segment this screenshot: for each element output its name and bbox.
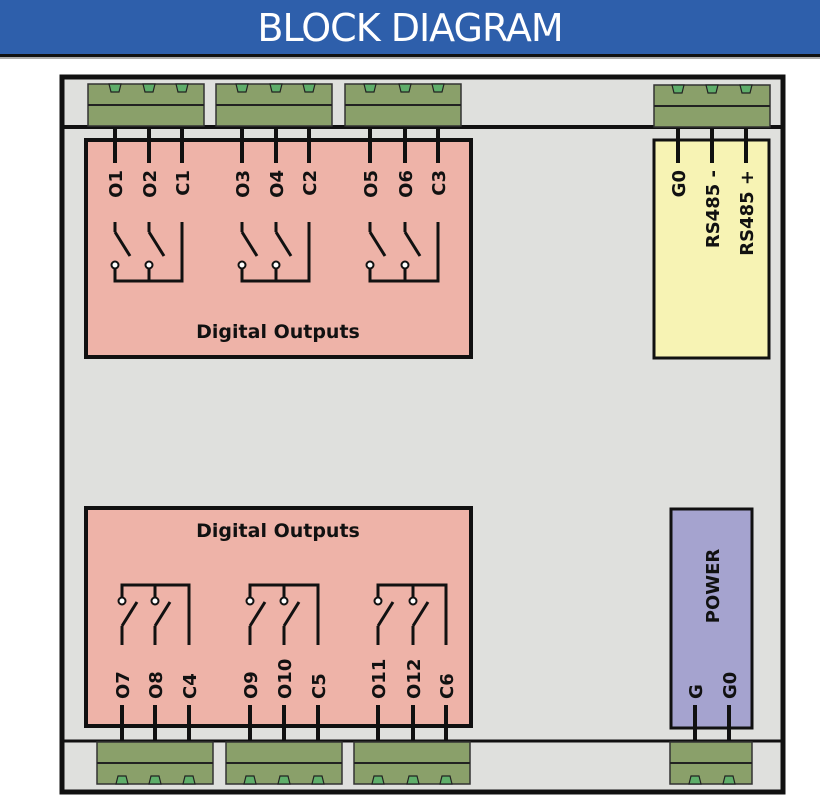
- terminal-label: O12: [404, 659, 425, 699]
- connector-pin-icon: [311, 775, 325, 785]
- connector-pin-icon: [175, 83, 189, 93]
- terminal-connector-top-3: [344, 83, 462, 127]
- terminal-label: G: [686, 684, 707, 699]
- connector-pin-icon: [406, 775, 420, 785]
- connector-pin-icon: [277, 775, 291, 785]
- rs485-block: [652, 138, 771, 360]
- terminal-connector-bottom-1: [96, 741, 214, 785]
- terminal-connector-top-1: [87, 83, 205, 127]
- connector-pin-icon: [243, 775, 257, 785]
- contact-point-icon: [365, 260, 375, 270]
- connector-pin-icon: [705, 84, 719, 94]
- terminal-label: O2: [140, 170, 161, 198]
- terminal-label: C3: [429, 170, 450, 196]
- terminal-label: RS485 -: [703, 170, 724, 248]
- relay-switch-icon: [373, 583, 448, 645]
- connector-pin-icon: [142, 83, 156, 93]
- terminal-connector-rs485: [653, 84, 771, 128]
- terminal-label: O3: [233, 170, 254, 198]
- terminal-label: C5: [309, 673, 330, 699]
- contact-point-icon: [408, 596, 418, 606]
- terminal-connector-bottom-2: [225, 741, 343, 785]
- contact-point-icon: [150, 596, 160, 606]
- connector-pin-icon: [671, 84, 685, 94]
- connector-pin-icon: [722, 775, 736, 785]
- connector-pin-icon: [148, 775, 162, 785]
- contact-point-icon: [110, 260, 120, 270]
- relay-switch-icon: [110, 222, 184, 283]
- connector-pin-icon: [182, 775, 196, 785]
- terminal-label: G0: [669, 170, 690, 197]
- terminal-label: G0: [720, 672, 741, 699]
- connector-pin-icon: [108, 83, 122, 93]
- relay-switch-icon: [245, 583, 320, 645]
- terminal-label: O5: [361, 170, 382, 198]
- contact-point-icon: [117, 596, 127, 606]
- relay-switch-icon: [365, 222, 440, 283]
- terminal-label: O6: [396, 170, 417, 198]
- contact-point-icon: [271, 260, 281, 270]
- connector-pin-icon: [363, 83, 377, 93]
- connector-pin-icon: [269, 83, 283, 93]
- contact-point-icon: [400, 260, 410, 270]
- connector-pin-icon: [115, 775, 129, 785]
- power-block: [669, 507, 754, 730]
- relay-switch-icon: [117, 583, 191, 645]
- contact-point-icon: [373, 596, 383, 606]
- contact-point-icon: [144, 260, 154, 270]
- terminal-label: O11: [369, 659, 390, 699]
- contact-point-icon: [237, 260, 247, 270]
- terminal-label: O1: [106, 170, 127, 198]
- connector-pin-icon: [398, 83, 412, 93]
- connector-pin-icon: [371, 775, 385, 785]
- terminal-label: C4: [180, 673, 201, 699]
- contact-point-icon: [245, 596, 255, 606]
- connector-pin-icon: [302, 83, 316, 93]
- terminal-connector-bottom-3: [353, 741, 471, 785]
- page-title: BLOCK DIAGRAM: [257, 6, 563, 50]
- terminal-connector-power: [669, 741, 753, 785]
- relay-switch-icon: [237, 222, 311, 283]
- terminal-label: O7: [113, 671, 134, 699]
- terminal-label: O4: [267, 170, 288, 198]
- connector-pin-icon: [439, 775, 453, 785]
- connector-pin-icon: [431, 83, 445, 93]
- connector-pin-icon: [235, 83, 249, 93]
- terminal-label: C2: [300, 170, 321, 196]
- terminal-connector-top-2: [215, 83, 333, 127]
- header-divider: [0, 57, 820, 59]
- digital-outputs-block-top: [84, 138, 473, 359]
- contact-point-icon: [279, 596, 289, 606]
- connector-pin-icon: [688, 775, 702, 785]
- connector-pin-icon: [739, 84, 753, 94]
- terminal-label: C1: [173, 170, 194, 196]
- terminal-label: O10: [275, 659, 296, 699]
- terminal-label: C6: [437, 673, 458, 699]
- power-title: POWER: [703, 549, 724, 624]
- terminal-label: RS485 +: [737, 170, 758, 256]
- digital-outputs-title-bottom: Digital Outputs: [196, 520, 360, 542]
- terminal-label: O8: [146, 671, 167, 699]
- digital-outputs-title-top: Digital Outputs: [196, 321, 360, 343]
- digital-outputs-block-bottom: [84, 506, 473, 728]
- header-bar: [0, 0, 820, 57]
- terminal-label: O9: [241, 671, 262, 699]
